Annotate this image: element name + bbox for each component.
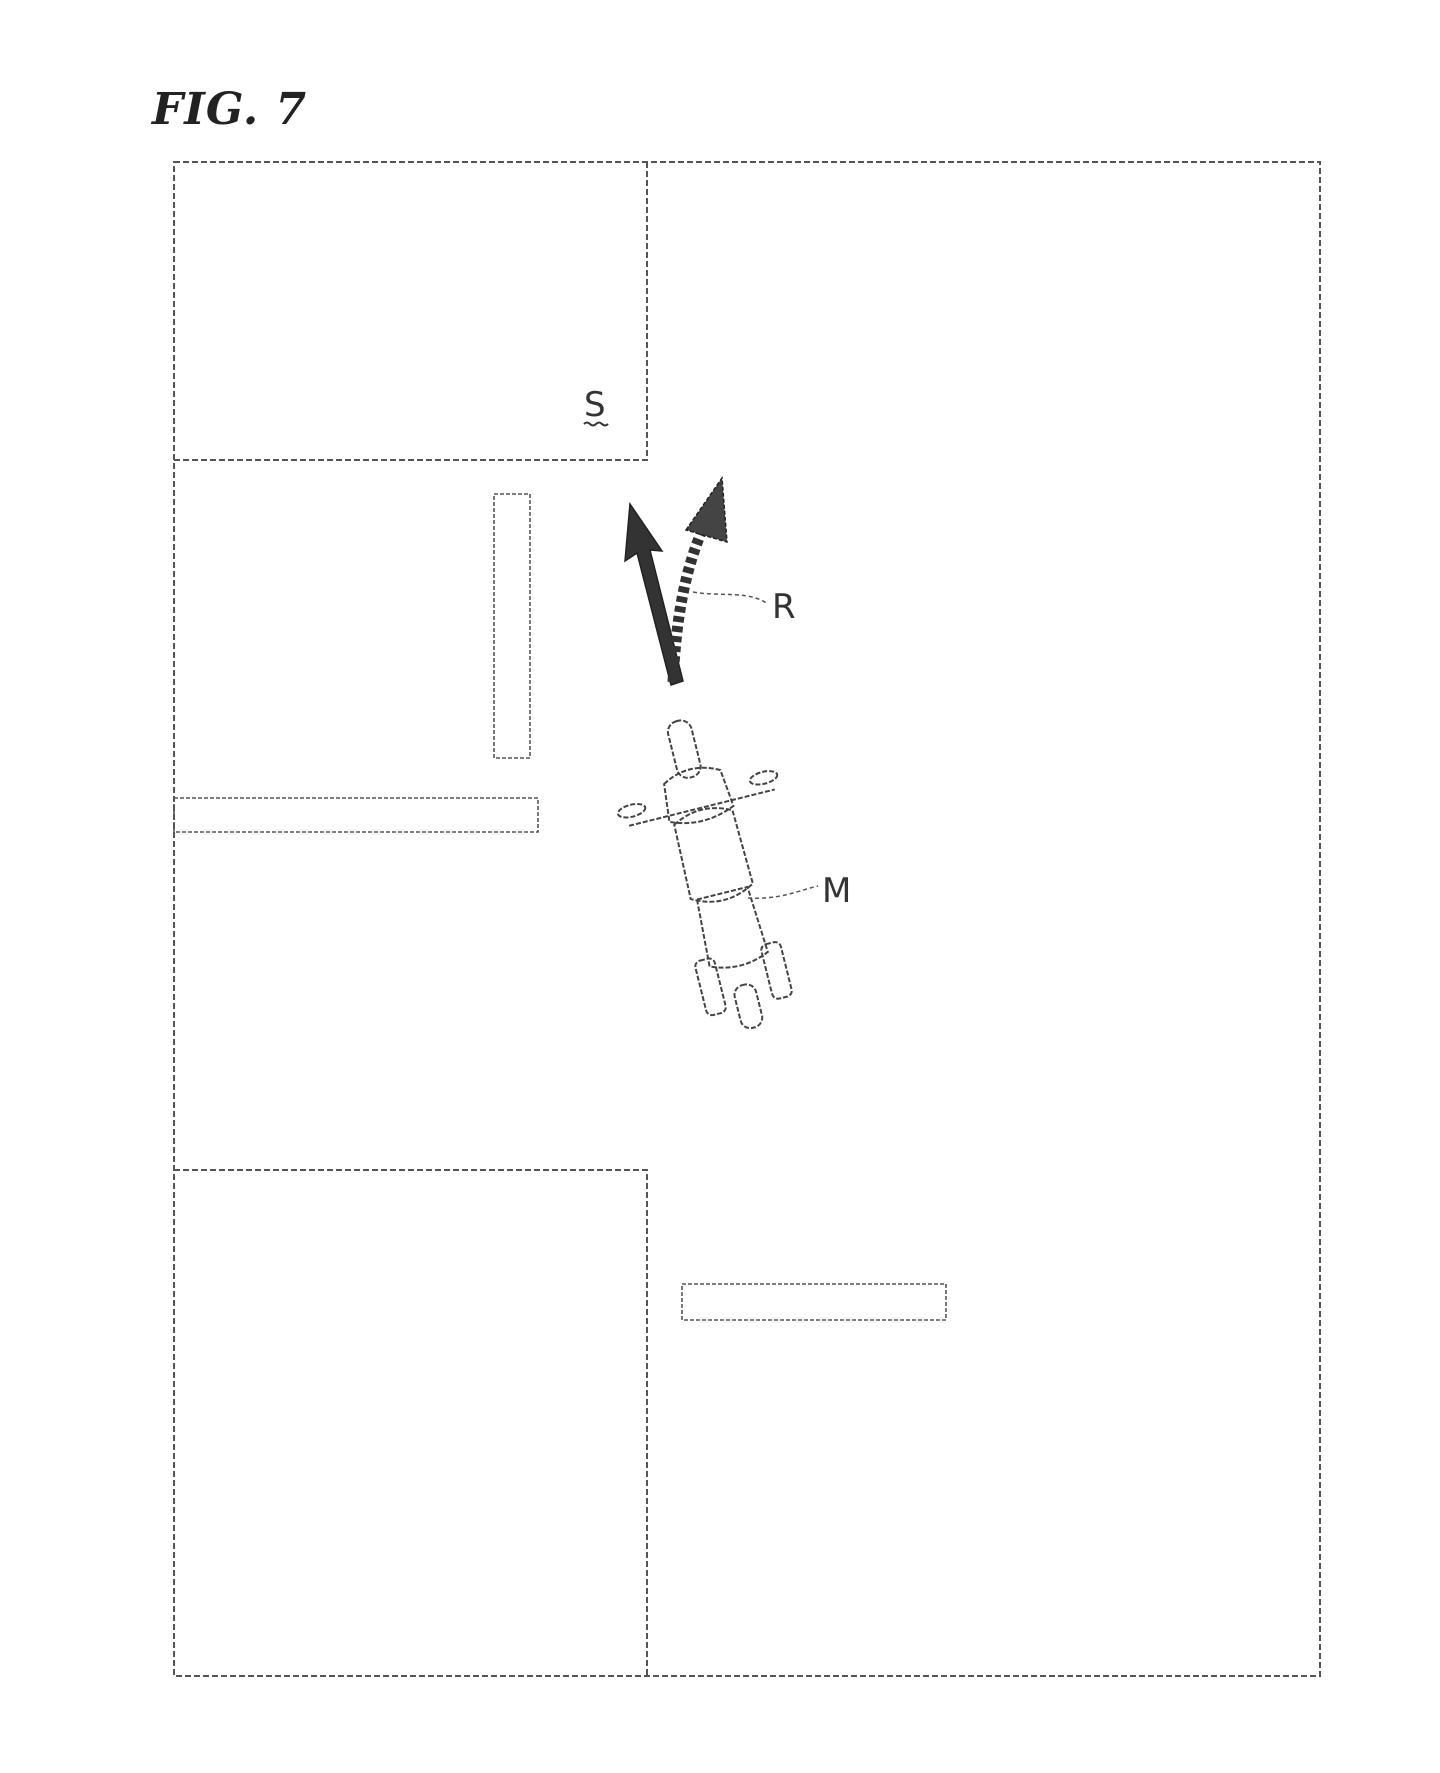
right-muffler — [760, 941, 793, 1000]
median-horizontal-left — [173, 797, 539, 833]
right-mirror — [748, 770, 779, 786]
seat-body — [695, 885, 769, 969]
route-r-arrow-head — [684, 475, 728, 544]
route-r-leader — [692, 591, 769, 605]
label-r: R — [772, 587, 796, 627]
motorcycle-leader — [747, 885, 819, 899]
median-vertical — [493, 493, 531, 759]
block-bottom-left — [174, 1169, 648, 1676]
median-horizontal-right — [681, 1283, 947, 1321]
fuel-tank — [673, 807, 754, 903]
label-s: S — [584, 385, 606, 425]
motorcycle-m — [616, 719, 793, 1030]
front-tire — [666, 719, 702, 779]
handlebar — [628, 788, 775, 827]
left-muffler — [694, 957, 727, 1017]
route-r-arrow-shaft — [667, 525, 709, 683]
rear-tire — [733, 983, 764, 1030]
block-store-s — [174, 162, 648, 461]
label-s-underline — [583, 421, 609, 427]
outer-boundary — [173, 161, 1321, 1677]
left-mirror — [616, 802, 647, 819]
label-m: M — [822, 871, 851, 911]
front-fairing — [663, 766, 735, 825]
figure-title: FIG. 7 — [152, 84, 308, 135]
